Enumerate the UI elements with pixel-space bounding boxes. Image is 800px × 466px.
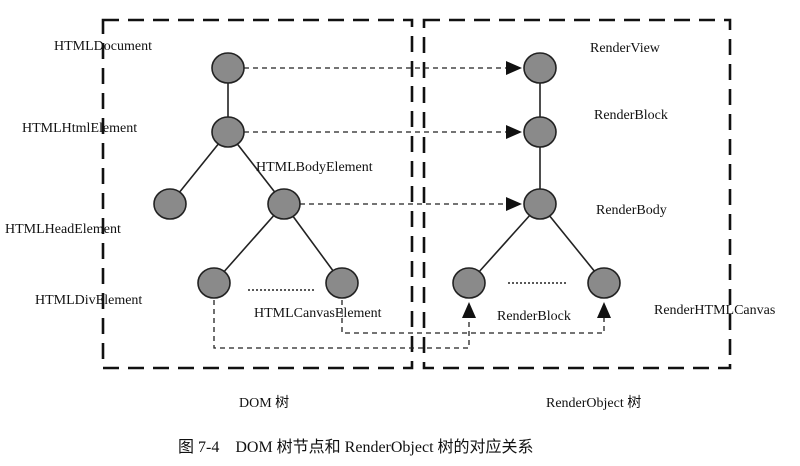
arrow-head-view bbox=[506, 61, 522, 75]
label-html-document: HTMLDocument bbox=[54, 39, 152, 54]
node-render-view bbox=[523, 52, 557, 84]
node-html-div-element bbox=[197, 267, 231, 299]
arrow-head-block bbox=[506, 125, 522, 139]
edge-body-canvas bbox=[283, 203, 343, 284]
label-render-block-top: RenderBlock bbox=[594, 108, 668, 123]
render-tree-box bbox=[422, 18, 732, 370]
edge-body-div bbox=[213, 203, 285, 284]
edge-body-canvas-render bbox=[539, 203, 605, 284]
label-render-body: RenderBody bbox=[596, 203, 667, 218]
node-html-html-element bbox=[211, 116, 245, 148]
label-render-block-bottom: RenderBlock bbox=[497, 309, 571, 324]
dom-tree-box bbox=[101, 18, 414, 370]
label-html-head-element: HTMLHeadElement bbox=[5, 222, 121, 237]
node-html-canvas-element bbox=[325, 267, 359, 299]
label-html-div-element: HTMLDivElement bbox=[35, 293, 142, 308]
node-render-block-top bbox=[523, 116, 557, 148]
figure-caption: 图 7-4 DOM 树节点和 RenderObject 树的对应关系 bbox=[178, 437, 534, 456]
node-html-document bbox=[211, 52, 245, 84]
map-div-to-renderblock bbox=[213, 300, 470, 349]
label-render-view: RenderView bbox=[590, 41, 661, 56]
edge-body-block bbox=[468, 203, 541, 284]
arrow-head-rendercanvas bbox=[597, 302, 611, 318]
map-canvas-to-rendercanvas bbox=[341, 300, 605, 334]
node-html-body-element bbox=[267, 188, 301, 220]
label-html-canvas-element: HTMLCanvasElement bbox=[254, 306, 382, 321]
label-html-body-element: HTMLBodyElement bbox=[256, 160, 373, 175]
label-html-html-element: HTMLHtmlElement bbox=[22, 121, 137, 136]
arrow-head-renderblock bbox=[462, 302, 476, 318]
node-render-block-bottom bbox=[452, 267, 486, 299]
node-html-head-element bbox=[153, 188, 187, 220]
node-render-body bbox=[523, 188, 557, 220]
arrow-head-renderbody bbox=[506, 197, 522, 211]
dom-tree-title: DOM 树 bbox=[239, 395, 289, 411]
render-tree-title: RenderObject 树 bbox=[546, 395, 641, 411]
label-render-html-canvas: RenderHTMLCanvas bbox=[654, 303, 775, 318]
node-render-html-canvas bbox=[587, 267, 621, 299]
